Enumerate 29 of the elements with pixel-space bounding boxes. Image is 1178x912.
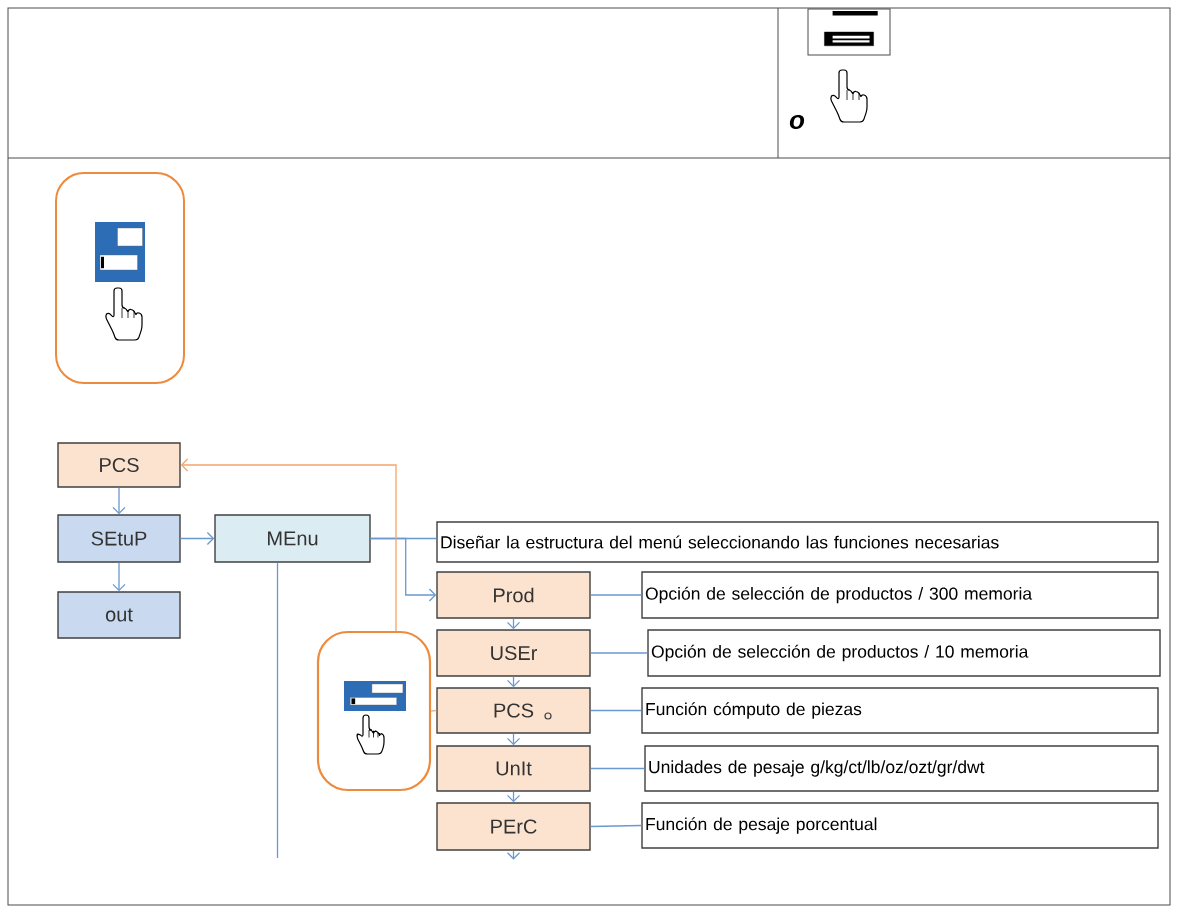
menu-box: MEnu: [214, 514, 371, 563]
arrow: [180, 458, 397, 632]
arrow: [370, 537, 437, 602]
connector-line: [590, 824, 642, 828]
arrow: [112, 562, 126, 592]
connector-line: [590, 594, 642, 596]
connector-line: [430, 709, 437, 712]
menu-box: USEr: [436, 629, 591, 677]
connector-line: [276, 562, 279, 859]
arrow: [112, 487, 126, 515]
menu-box: PErC: [436, 802, 591, 851]
button-press-frame: [316, 630, 432, 792]
description-box: Opción de selección de productos / 300 memoria: [641, 571, 1159, 619]
arrow: [180, 531, 215, 546]
menu-box: out: [57, 591, 181, 639]
connector-line: [590, 767, 645, 770]
description-box: Función cómputo de piezas: [641, 687, 1159, 734]
menu-box: PCS: [436, 687, 591, 734]
connector-line: [590, 709, 642, 712]
description-box: Unidades de pesaje g/kg/ct/lb/oz/ozt/gr/dwt: [644, 745, 1159, 792]
description-box: Función de pesaje porcentual: [641, 802, 1159, 849]
connector-line: [590, 652, 648, 654]
menu-box: UnIt: [436, 745, 591, 792]
description-box: Diseñar la estructura del menú seleccionando las funciones necesarias: [436, 521, 1159, 563]
letter-label: o: [789, 114, 805, 130]
menu-box: PCS: [57, 442, 181, 488]
menu-box: Prod: [436, 571, 591, 619]
description-box: Opción de selección de productos / 10 memoria: [647, 629, 1161, 677]
menu-box: SEtuP: [57, 514, 181, 563]
